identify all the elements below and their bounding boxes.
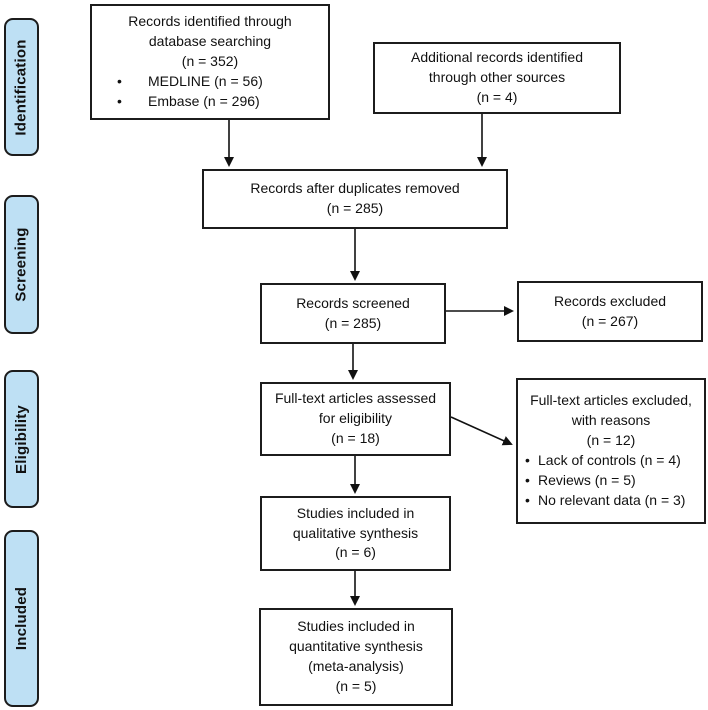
stage-identification: Identification	[4, 18, 39, 156]
box-fulltext-excluded: Full-text articles excluded, with reason…	[516, 378, 706, 524]
box-line: (n = 18)	[331, 429, 380, 446]
box-line: Studies included in	[296, 504, 415, 521]
box-line: (n = 4)	[476, 88, 518, 105]
box-line: through other sources	[428, 69, 566, 86]
box-line: Records identified through	[128, 13, 292, 30]
box-line: (n = 267)	[581, 312, 639, 329]
box-after-duplicates: Records after duplicates removed (n = 28…	[202, 169, 508, 229]
stage-screening: Screening	[4, 195, 39, 334]
box-line: (n = 5)	[335, 677, 377, 694]
box-line: (n = 12)	[586, 432, 636, 449]
box-additional-records: Additional records identified through ot…	[373, 42, 621, 114]
box-line: (n = 352)	[181, 53, 239, 70]
box-line: (n = 285)	[326, 200, 384, 216]
box-line: Records screened	[296, 294, 410, 311]
box-line: for eligibility	[318, 410, 393, 427]
bullet-icon: •	[525, 491, 530, 508]
box-records-excluded: Records excluded (n = 267)	[517, 281, 703, 342]
bullet-item: • Lack of controls (n = 4)	[524, 451, 698, 471]
box-line: (meta-analysis)	[308, 658, 404, 674]
arrow-fulltext-to-excluded	[450, 416, 513, 446]
box-line: Records excluded	[553, 292, 667, 309]
bullet-item: • No relevant data (n = 3)	[524, 491, 698, 511]
box-line: Studies included in	[297, 618, 415, 635]
box-records-screened: Records screened (n = 285)	[260, 283, 446, 344]
bullet-icon: •	[117, 92, 122, 109]
box-line: database searching	[148, 33, 272, 50]
bullet-text: No relevant data (n = 3)	[538, 491, 686, 508]
bullet-text: Lack of controls (n = 4)	[538, 452, 681, 468]
box-line: Records after duplicates removed	[250, 180, 460, 197]
box-line: Full-text articles assessed	[274, 390, 437, 407]
box-line: qualitative synthesis	[292, 524, 419, 541]
bullet-text: MEDLINE (n = 56)	[148, 72, 263, 89]
bullet-icon: •	[525, 452, 530, 468]
stage-label: Screening	[13, 227, 31, 302]
box-line: with reasons	[571, 412, 651, 429]
bullet-item: • Embase (n = 296)	[98, 92, 322, 112]
stage-label: Identification	[13, 38, 31, 136]
box-line: (n = 6)	[335, 544, 376, 561]
stage-included: Included	[4, 530, 39, 707]
bullet-icon: •	[117, 72, 122, 89]
box-quantitative-synthesis: Studies included in quantitative synthes…	[259, 608, 453, 706]
box-line: Full-text articles excluded,	[530, 392, 692, 409]
stage-label: Included	[13, 586, 30, 651]
bullet-icon: •	[525, 471, 530, 488]
box-qualitative-synthesis: Studies included in qualitative synthesi…	[260, 496, 451, 571]
bullet-text: Embase (n = 296)	[148, 92, 260, 109]
box-line: quantitative synthesis	[289, 638, 423, 655]
bullet-item: • MEDLINE (n = 56)	[98, 72, 322, 92]
box-fulltext-assessed: Full-text articles assessed for eligibil…	[260, 382, 451, 456]
bullet-text: Reviews (n = 5)	[538, 471, 636, 488]
stage-eligibility: Eligibility	[4, 370, 39, 508]
box-line: (n = 285)	[324, 314, 382, 331]
bullet-item: • Reviews (n = 5)	[524, 471, 698, 491]
box-line: Additional records identified	[411, 49, 583, 66]
stage-label: Eligibility	[13, 404, 30, 474]
box-records-identified: Records identified through database sear…	[90, 4, 330, 120]
